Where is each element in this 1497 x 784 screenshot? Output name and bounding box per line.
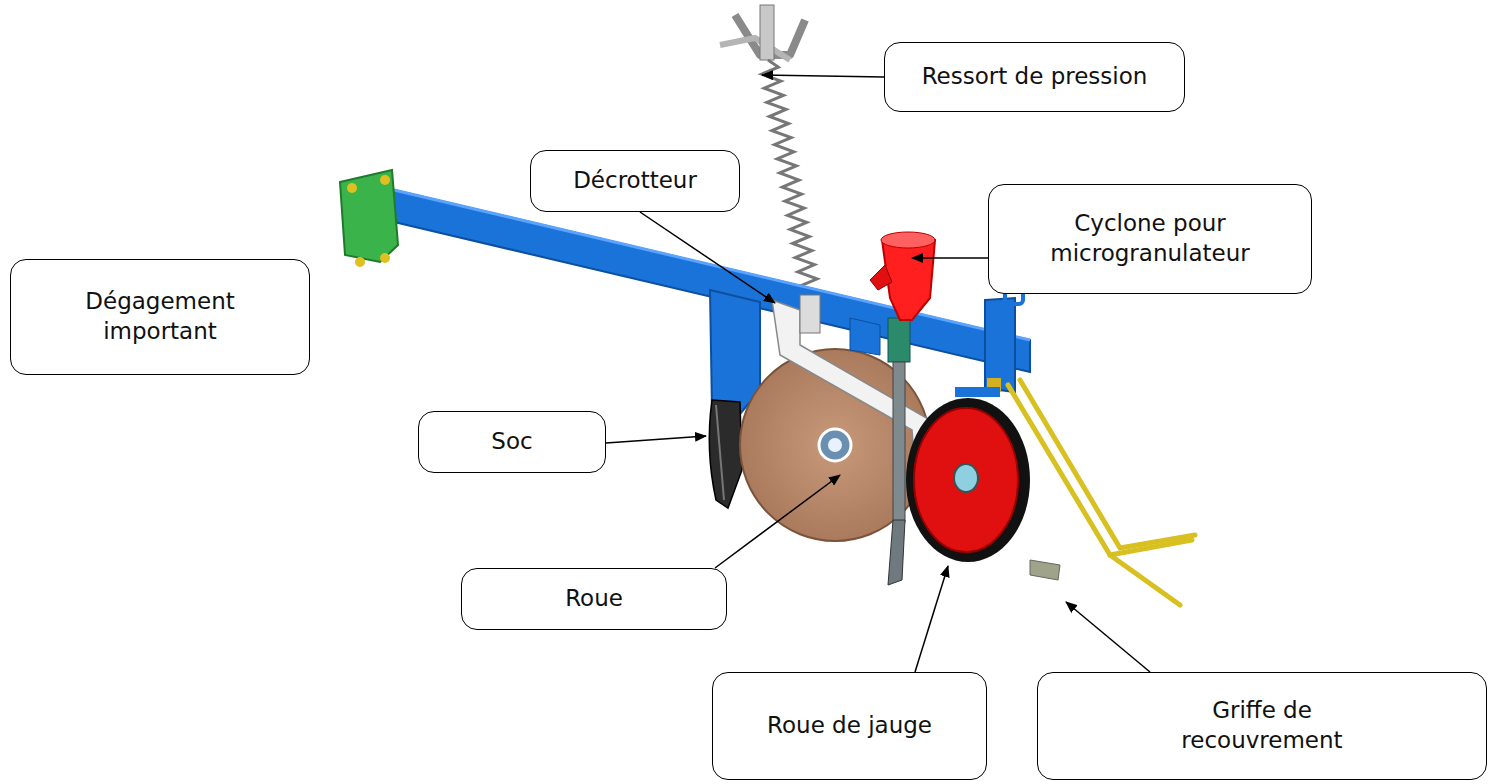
callout-box: Roue de jauge bbox=[712, 672, 987, 780]
callout-box: Cyclone pour microgranulateur bbox=[988, 184, 1312, 294]
callout-label: Soc bbox=[491, 427, 532, 457]
callout-label: Décrotteur bbox=[573, 166, 697, 196]
rear-bracket bbox=[985, 298, 1015, 392]
cyclone bbox=[870, 232, 935, 320]
callout-label: Griffe de recouvrement bbox=[1132, 696, 1392, 756]
spring-handle bbox=[720, 5, 805, 60]
callout-label: Roue bbox=[565, 584, 623, 614]
callout-box: Soc bbox=[418, 411, 606, 473]
callout-label: Roue de jauge bbox=[767, 711, 932, 741]
callout-label: Dégagement important bbox=[40, 287, 280, 347]
covering-tines bbox=[1008, 380, 1195, 605]
microgranulator-tube bbox=[888, 318, 910, 585]
gauge-wheel bbox=[906, 398, 1030, 562]
callout-box: Ressort de pression bbox=[884, 42, 1185, 112]
callout-label: Ressort de pression bbox=[922, 62, 1148, 92]
hitch-bracket bbox=[340, 170, 398, 267]
callout-box: Dégagement important bbox=[10, 259, 310, 375]
callout-box: Griffe de recouvrement bbox=[1037, 672, 1487, 780]
soc bbox=[709, 400, 742, 508]
spring-coil bbox=[762, 60, 820, 300]
callout-label: Cyclone pour microgranulateur bbox=[1000, 209, 1300, 269]
callout-box: Roue bbox=[461, 568, 727, 630]
callout-box: Décrotteur bbox=[530, 150, 740, 212]
pressure-spring bbox=[762, 60, 820, 300]
